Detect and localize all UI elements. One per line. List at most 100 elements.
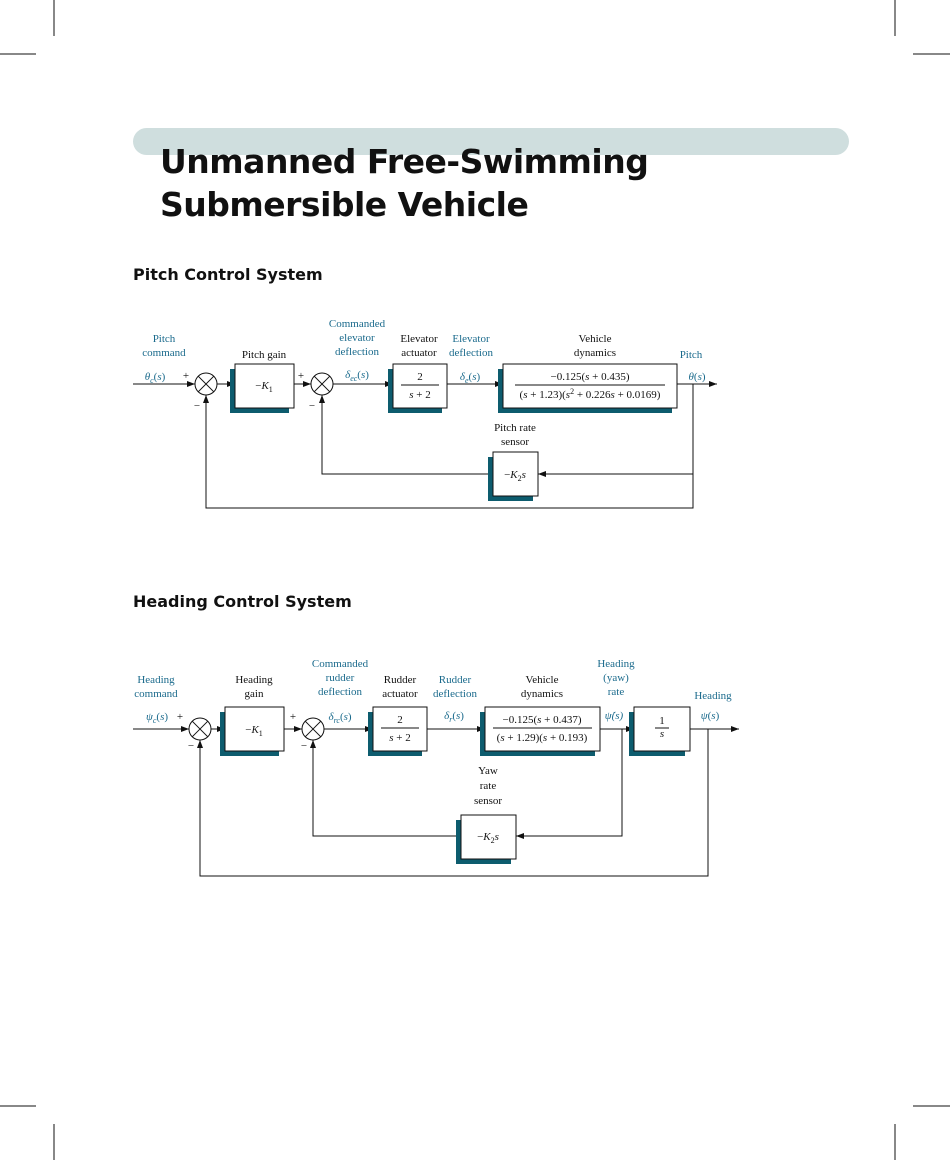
heading-sum1-plus-sign: +	[177, 711, 183, 723]
block-frame	[502, 363, 678, 409]
pitch-rate-sensor-label-line-1: Pitch rate	[494, 422, 536, 434]
arrowhead	[516, 833, 524, 839]
commanded-rudder-deflection-label-line-3: deflection	[318, 686, 362, 698]
rudder-deflection-label-line-2: deflection	[433, 688, 477, 700]
summing-junction-cross	[313, 375, 331, 393]
block-frame	[460, 814, 517, 860]
arrowhead	[319, 395, 325, 403]
arrowhead	[709, 381, 717, 387]
elevator-deflection-label-line-2: deflection	[449, 347, 493, 359]
commanded-elevator-deflection-label-line-2: elevator	[339, 332, 375, 344]
integrator-numerator: 1	[659, 715, 665, 727]
commanded-rudder-deflection-label-line-1: Commanded	[312, 658, 369, 670]
rudder-deflection-signal: δr(s)	[444, 710, 464, 724]
rudder-deflection-label-line-1: Rudder	[439, 674, 472, 686]
pitch-sum-junction-1	[194, 372, 218, 396]
rudder-actuator-label-line-2: actuator	[382, 688, 418, 700]
heading-vehicle-dynamics-label-line-2: dynamics	[521, 688, 563, 700]
heading-gain-block: −K1	[220, 706, 285, 756]
pitch-rate-sensor-label-line-2: sensor	[501, 436, 529, 448]
arrowhead	[294, 726, 302, 732]
arrowhead	[187, 381, 195, 387]
yaw-rate-sensor-label-line-2: rate	[480, 780, 497, 792]
elevator-actuator-label-line-1: Elevator	[400, 333, 438, 345]
pitch-rate-feedback-wire	[321, 395, 493, 475]
pitch-gain-label: Pitch gain	[242, 349, 287, 361]
block-frame	[372, 706, 428, 752]
elevator-deflection-signal: δe(s)	[460, 371, 481, 385]
arrowhead	[203, 395, 209, 403]
heading-gain-label-line-1: Heading	[235, 674, 273, 686]
title-band	[133, 128, 849, 155]
heading-sum2-minus-sign: −	[301, 740, 307, 752]
yaw-rate-sensor-block: −K2s	[456, 814, 517, 864]
heading-outer-feedback-wire	[199, 729, 709, 877]
elevator-actuator-numerator: 2	[417, 371, 423, 383]
pitch-rate-sensor-block: −K2s	[488, 451, 539, 501]
heading-dynamics-numerator: −0.125(s + 0.437)	[502, 714, 581, 726]
pitch-outer-feedback-wire	[205, 395, 694, 509]
integrator-denominator: s	[660, 728, 664, 740]
heading-sum1-minus-sign: −	[188, 740, 194, 752]
commanded-elevator-deflection-label-line-3: deflection	[335, 346, 379, 358]
pitch-vehicle-dynamics-label-line-1: Vehicle	[579, 333, 612, 345]
yaw-rate-feedback-wire	[312, 740, 461, 837]
heading-command-label-line-2: command	[134, 688, 178, 700]
block-frame	[392, 363, 448, 409]
elevator-actuator-block: 2s + 2	[388, 363, 448, 413]
heading-output-label: Heading	[694, 690, 732, 702]
summing-junction-cross	[191, 720, 209, 738]
arrowhead	[731, 726, 739, 732]
heading-sum-junction-2	[301, 717, 325, 741]
summing-junction-cross	[197, 375, 215, 393]
page-title: Unmanned Free-Swimming Submersible Vehic…	[160, 140, 649, 226]
block-frame	[234, 363, 295, 409]
pitch-output-signal: θ(s)	[688, 371, 705, 383]
commanded-elevator-signal: δec(s)	[345, 369, 369, 383]
heading-yaw-rate-label-line-2: (yaw)	[603, 672, 629, 684]
arrowhead	[181, 726, 189, 732]
pitch-dynamics-denominator: (s + 1.23)(s2 + 0.226s + 0.0169)	[520, 387, 661, 401]
heading-yaw-rate-label-line-1: Heading	[597, 658, 635, 670]
title-line-1: Unmanned Free-Swimming	[160, 142, 649, 181]
summing-junction-cross	[304, 720, 322, 738]
heading-vehicle-dynamics-block: −0.125(s + 0.437)(s + 1.29)(s + 0.193)	[480, 706, 601, 756]
commanded-rudder-signal: δrc(s)	[328, 711, 351, 725]
rudder-actuator-label-line-1: Rudder	[384, 674, 417, 686]
pitch-sum2-plus-sign: +	[298, 370, 304, 382]
pitch-command-label-line-2: command	[142, 347, 186, 359]
heading-sum2-plus-sign: +	[290, 711, 296, 723]
yaw-rate-feedback-wire	[516, 729, 623, 837]
title-line-2: Submersible Vehicle	[160, 185, 529, 224]
block-frame	[633, 706, 691, 752]
pitch-input-signal: θc(s)	[145, 371, 166, 385]
heading-gain-label-line-2: gain	[245, 688, 264, 700]
pitch-sum1-plus-sign: +	[183, 370, 189, 382]
block-frame	[492, 451, 539, 497]
pitch-gain-value: −K1	[255, 380, 273, 394]
integrator-block: 1s	[629, 706, 691, 756]
pitch-vehicle-dynamics-label-line-2: dynamics	[574, 347, 616, 359]
arrowhead	[303, 381, 311, 387]
pitch-gain-block: −K1	[230, 363, 295, 413]
yaw-rate-signal: ψ̇(s)	[605, 710, 624, 722]
heading-input-signal: ψc(s)	[146, 711, 168, 725]
heading-vehicle-dynamics-label-line-1: Vehicle	[526, 674, 559, 686]
elevator-actuator-label-line-2: actuator	[401, 347, 437, 359]
arrowhead	[197, 740, 203, 748]
elevator-deflection-label-line-1: Elevator	[452, 333, 490, 345]
heading-output-signal: ψ(s)	[701, 710, 720, 722]
pitch-rate-sensor-value: −K2s	[504, 469, 526, 483]
pitch-sum1-minus-sign: −	[194, 400, 200, 412]
heading-sum-junction-1	[188, 717, 212, 741]
block-frame	[484, 706, 601, 752]
arrowhead	[538, 471, 546, 477]
rudder-actuator-denominator: s + 2	[389, 732, 411, 744]
heading-gain-value: −K1	[245, 724, 263, 738]
pitch-sum-junction-2	[310, 372, 334, 396]
heading-command-label-line-1: Heading	[137, 674, 175, 686]
